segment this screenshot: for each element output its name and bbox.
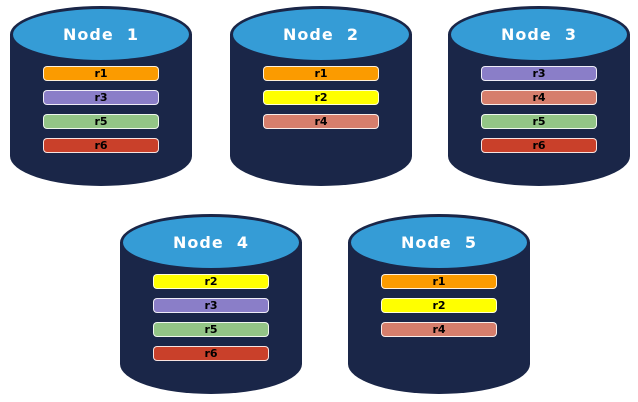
node-cylinder-4: Node 4 r2 r3 r5 r6 xyxy=(120,214,302,394)
node-title: Node 5 xyxy=(401,233,477,252)
node-cylinder-2: Node 2 r1 r2 r4 xyxy=(230,6,412,186)
replica-bar: r2 xyxy=(153,274,269,289)
replica-bar: r1 xyxy=(263,66,379,81)
replica-bar: r6 xyxy=(43,138,159,153)
cylinder-top-ellipse: Node 1 xyxy=(10,6,192,63)
cylinder-top-ellipse: Node 4 xyxy=(120,214,302,271)
node-cylinder-1: Node 1 r1 r3 r5 r6 xyxy=(10,6,192,186)
replica-bar: r5 xyxy=(153,322,269,337)
replica-list: r2 r3 r5 r6 xyxy=(153,274,269,361)
node-title: Node 2 xyxy=(283,25,359,44)
replica-bar: r3 xyxy=(153,298,269,313)
replica-bar: r6 xyxy=(481,138,597,153)
replica-bar: r4 xyxy=(381,322,497,337)
replica-bar: r2 xyxy=(263,90,379,105)
replica-bar: r6 xyxy=(153,346,269,361)
replica-list: r1 r3 r5 r6 xyxy=(43,66,159,153)
replica-bar: r5 xyxy=(43,114,159,129)
replica-bar: r1 xyxy=(43,66,159,81)
replica-bar: r3 xyxy=(43,90,159,105)
node-cylinder-5: Node 5 r1 r2 r4 xyxy=(348,214,530,394)
node-title: Node 3 xyxy=(501,25,577,44)
replica-list: r1 r2 r4 xyxy=(263,66,379,129)
replica-bar: r2 xyxy=(381,298,497,313)
replica-bar: r1 xyxy=(381,274,497,289)
replica-list: r1 r2 r4 xyxy=(381,274,497,337)
cylinder-top-ellipse: Node 3 xyxy=(448,6,630,63)
cylinder-top-ellipse: Node 2 xyxy=(230,6,412,63)
node-cylinder-3: Node 3 r3 r4 r5 r6 xyxy=(448,6,630,186)
node-title: Node 4 xyxy=(173,233,249,252)
replica-bar: r3 xyxy=(481,66,597,81)
replica-bar: r4 xyxy=(263,114,379,129)
cylinder-top-ellipse: Node 5 xyxy=(348,214,530,271)
replica-bar: r4 xyxy=(481,90,597,105)
replica-bar: r5 xyxy=(481,114,597,129)
replica-list: r3 r4 r5 r6 xyxy=(481,66,597,153)
node-title: Node 1 xyxy=(63,25,139,44)
